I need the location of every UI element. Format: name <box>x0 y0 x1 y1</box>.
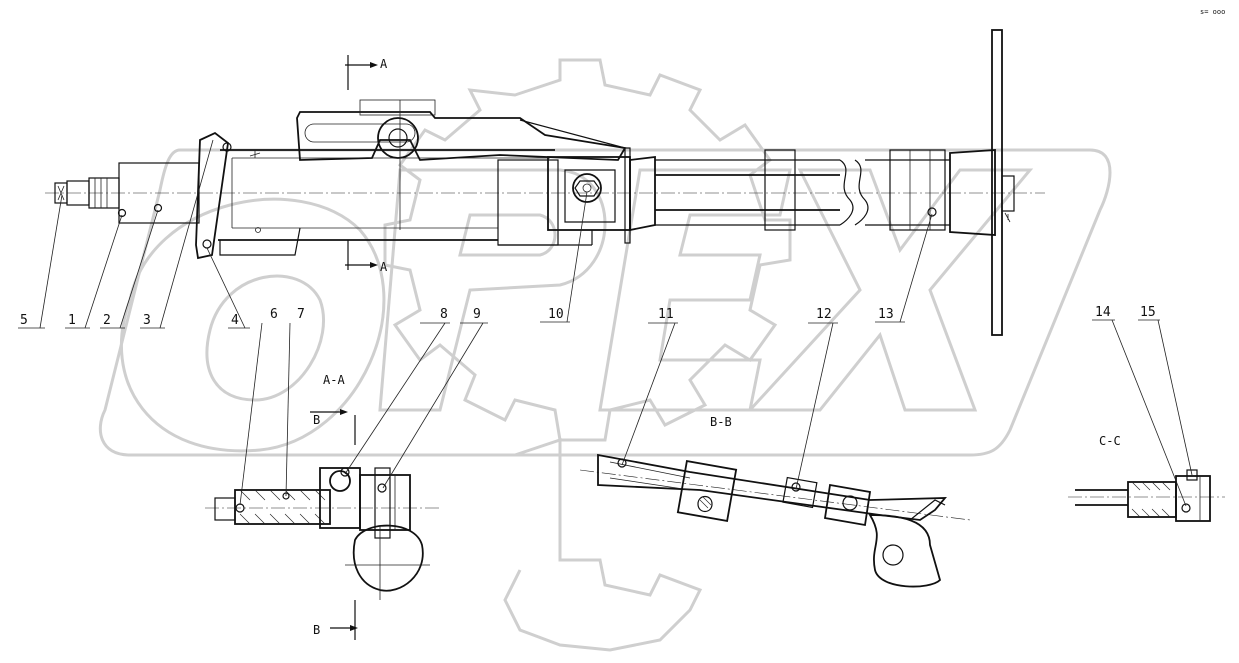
section-title-c-c: C-C <box>1099 434 1121 448</box>
part-label-11: 11 <box>658 307 674 322</box>
part-label-6: 6 <box>270 307 278 322</box>
section-mark-a: A A <box>345 55 388 274</box>
section-title-a-a: A-A <box>323 373 345 387</box>
part-label-12: 12 <box>816 307 832 322</box>
part-label-15: 15 <box>1140 305 1156 320</box>
section-mark-a-top: A <box>380 57 388 71</box>
corner-note: s= ooo <box>1200 8 1225 16</box>
section-mark-b-bottom: B <box>313 623 320 637</box>
section-view-b-b: B-B <box>579 322 971 588</box>
part-label-3: 3 <box>143 313 151 328</box>
section-title-b-b: B-B <box>710 415 732 429</box>
part-labels: 5 1 2 3 4 6 7 8 9 10 11 12 13 14 15 <box>20 305 1156 328</box>
part-label-14: 14 <box>1095 305 1111 320</box>
section-view-c-c: C-C <box>1068 319 1225 522</box>
part-label-4: 4 <box>231 313 239 328</box>
part-label-5: 5 <box>20 313 28 328</box>
part-label-2: 2 <box>103 313 111 328</box>
part-label-8: 8 <box>440 307 448 322</box>
gear-watermark <box>383 58 792 652</box>
part-label-10: 10 <box>548 307 564 322</box>
section-view-a-a: A-A B B <box>205 322 488 640</box>
section-mark-a-bottom: A <box>380 260 388 274</box>
leader-lines-top <box>18 139 933 329</box>
part-label-9: 9 <box>473 307 481 322</box>
steering-column-main <box>45 29 1045 336</box>
part-label-7: 7 <box>297 307 305 322</box>
opex-watermark <box>98 148 1112 457</box>
part-label-1: 1 <box>68 313 76 328</box>
section-mark-b-top: B <box>313 413 320 427</box>
part-label-13: 13 <box>878 307 894 322</box>
